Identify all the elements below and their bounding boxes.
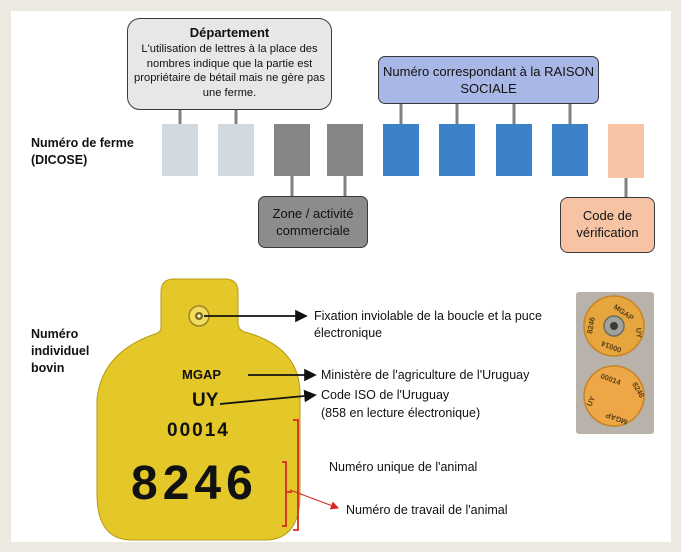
tag-agency: MGAP [182,367,221,382]
digit-block-verification [608,124,644,178]
individual-number-label: Numéro individuel bovin [31,327,90,375]
work-number-annotation: Numéro de travail de l'animal [346,503,508,517]
tag-serial: 00014 [167,420,230,441]
farm-number-label: Numéro de ferme (DICOSE) [31,136,134,167]
department-box: Département L'utilisation de lettres à l… [127,18,332,110]
zone-box: Zone / activité commerciale [258,196,368,248]
verification-code-box: Code de vérification [560,197,655,253]
work-number-bracket [282,461,292,527]
digit-block-raison-2 [439,124,475,176]
chip-country-2: UY [585,395,598,408]
department-title: Département [189,25,270,40]
chip-country: UY [634,327,644,338]
digit-block-zone-1 [274,124,310,176]
tag-work-number: 8246 [131,457,258,510]
digit-block-zone-2 [327,124,363,176]
digit-block-raison-4 [552,124,588,176]
iso-note-annotation: (858 en lecture électronique) [321,406,481,420]
digit-block-raison-3 [496,124,532,176]
connector-lines [178,104,628,197]
raison-sociale-box: Numéro correspondant à la RAISON SOCIALE [378,56,599,104]
iso-code-annotation: Code ISO de l'Uruguay [321,388,450,402]
unique-number-bracket [293,419,299,531]
tag-country: UY [192,390,219,411]
red-brackets [282,419,299,531]
digit-block-department-1 [162,124,198,176]
iso-arrow [219,389,317,405]
electronic-chip-photo [576,292,654,434]
unique-number-annotation: Numéro unique de l'animal [329,460,478,474]
chip-work-number: 8246 [585,316,597,334]
fixation-annotation: Fixation inviolable de la boucle et la p… [314,309,542,340]
ministry-annotation: Ministère de l'agriculture de l'Uruguay [321,368,530,382]
digit-blocks [162,124,644,178]
department-description: L'utilisation de lettres à la place des … [134,43,325,99]
digit-block-raison-1 [383,124,419,176]
digit-block-department-2 [218,124,254,176]
